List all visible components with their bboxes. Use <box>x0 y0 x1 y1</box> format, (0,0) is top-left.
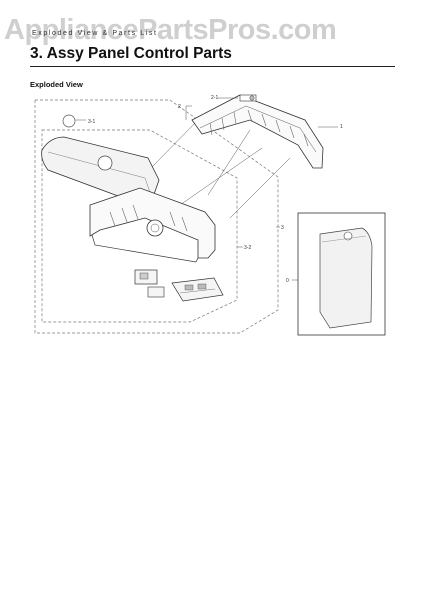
callout-2-1: 2-1 <box>211 95 218 101</box>
callout-0: 0 <box>286 278 289 284</box>
section-subtitle: Exploded View <box>30 80 83 89</box>
section-header: Exploded View & Parts List <box>32 30 158 37</box>
part-pcb-main-board <box>171 277 224 302</box>
title-divider <box>30 66 395 67</box>
part-2-1-connector <box>239 94 257 102</box>
callout-3-2: 3-2 <box>244 245 251 251</box>
dial-icon <box>146 219 164 237</box>
callout-3-1: 3-1 <box>88 119 95 125</box>
part-0-cabinet-reference <box>297 212 386 336</box>
callout-2: 2 <box>178 104 181 110</box>
part-pcb-knob-assembly <box>134 269 165 298</box>
assembly-3-2-boundary <box>41 129 238 323</box>
assembly-3-boundary <box>34 99 279 334</box>
page-title: 3. Assy Panel Control Parts <box>30 45 232 62</box>
callout-1: 1 <box>340 124 343 130</box>
callout-3: 3 <box>281 225 284 231</box>
part-1-control-panel-frame <box>191 94 324 169</box>
part-3-1-knob <box>62 114 76 128</box>
watermark: AppliancePartsPros.com <box>4 14 337 46</box>
part-3-2-panel-housing <box>89 187 216 263</box>
